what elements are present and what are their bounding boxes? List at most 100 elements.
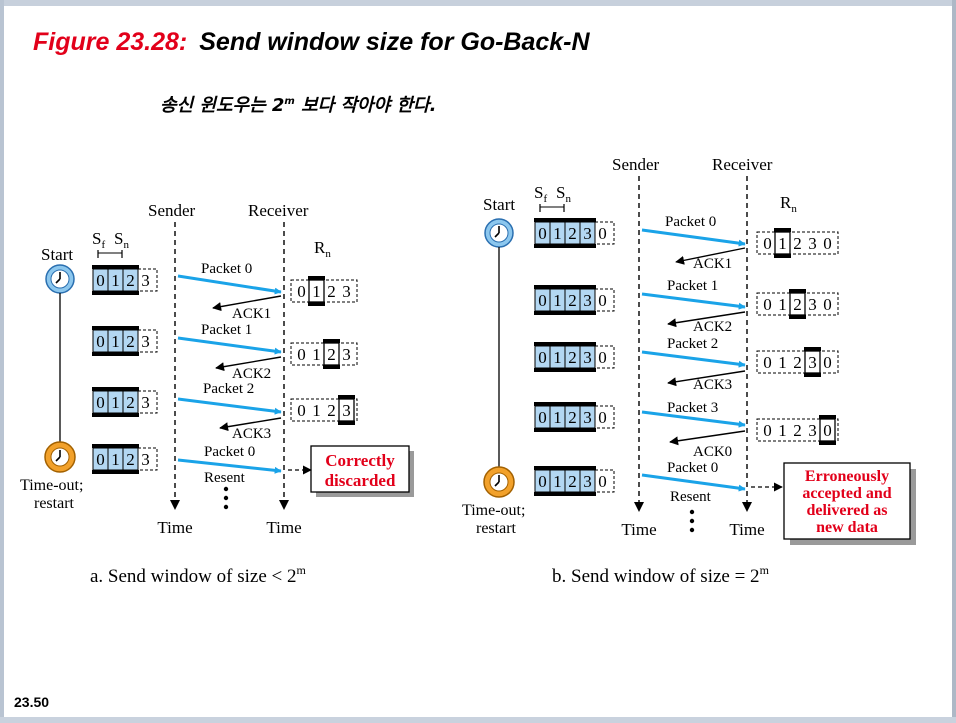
sequence-number: 0 [538, 224, 547, 243]
sn-label: Sn [556, 183, 571, 205]
packet-label: Packet 0 [667, 460, 718, 476]
sequence-number: 0 [96, 450, 105, 469]
packet-label: Packet 0 [665, 214, 716, 230]
expected-frame-top [323, 339, 340, 343]
resent-label: Resent [204, 470, 246, 486]
korean-subtitle: 송신 윈도우는 2m 보다 작아야 한다. [160, 91, 436, 117]
ack-label: ACK0 [693, 444, 732, 460]
window-outside [594, 405, 615, 429]
sequence-number: 3 [342, 401, 351, 420]
sequence-number: 0 [297, 345, 306, 364]
receiver-label: Receiver [712, 155, 773, 174]
clock-icon [484, 218, 514, 248]
window-outside [137, 329, 158, 353]
sequence-number: 3 [583, 348, 592, 367]
alarm-clock-icon [483, 466, 515, 498]
sender-time-arrowhead [634, 502, 644, 512]
window-outside [594, 288, 615, 312]
sn-label: Sn [114, 229, 129, 251]
result-line-2: accepted and [802, 485, 891, 502]
packet-arrow [641, 473, 746, 492]
result-line-3: delivered as [806, 502, 887, 519]
sequence-number: 0 [538, 408, 547, 427]
rn-label: Rn [780, 193, 797, 215]
restart-label-text: restart [34, 495, 75, 512]
sequence-number: 1 [111, 332, 120, 351]
sequence-number: 0 [823, 234, 832, 253]
receiver-time-label: Time [266, 518, 301, 537]
receiver-outline [290, 398, 358, 422]
sequence-number: 3 [342, 345, 351, 364]
window-outside [137, 390, 158, 414]
timeout-label: Time-out; [20, 477, 83, 494]
sequence-number: 1 [312, 401, 321, 420]
packet-arrow [641, 350, 746, 368]
ack-label: ACK2 [693, 319, 732, 335]
window-outside [137, 447, 158, 471]
expected-frame-bottom [323, 365, 340, 369]
caption-b: b. Send window of size = 2m [552, 563, 770, 587]
sequence-number: 3 [808, 353, 817, 372]
sequence-number: 1 [111, 450, 120, 469]
receiver-time-arrowhead [279, 500, 289, 510]
expected-frame-top [338, 395, 355, 399]
sequence-number: 0 [598, 224, 607, 243]
sequence-number: 1 [778, 234, 787, 253]
sequence-number: 3 [141, 450, 150, 469]
sequence-number: 0 [96, 332, 105, 351]
sequence-number: 2 [126, 393, 135, 412]
sequence-number: 2 [793, 353, 802, 372]
sender-time-label: Time [157, 518, 192, 537]
packet-arrow [641, 228, 746, 247]
packet-arrow [177, 274, 282, 295]
sequence-number: 0 [538, 291, 547, 310]
window-outside [137, 268, 158, 292]
window-frame-top [92, 265, 139, 269]
rn-label: Rn [314, 238, 331, 260]
result-line-2: discarded [325, 471, 396, 490]
sequence-number: 1 [778, 295, 787, 314]
sequence-number: 0 [297, 282, 306, 301]
ack-label: ACK2 [232, 366, 271, 382]
packet-label: Packet 2 [667, 336, 718, 352]
sequence-number: 2 [126, 450, 135, 469]
window-frame-bottom [92, 413, 139, 417]
korean-superscript: m [284, 96, 295, 107]
sequence-number: 1 [312, 282, 321, 301]
ack-label: ACK1 [693, 256, 732, 272]
resent-label: Resent [670, 489, 712, 505]
ack-arrow [215, 356, 282, 372]
sequence-number: 0 [823, 353, 832, 372]
sequence-number: 1 [778, 353, 787, 372]
sequence-number: 0 [538, 348, 547, 367]
sequence-number: 2 [126, 332, 135, 351]
window-frame-top [534, 218, 596, 222]
start-label: Start [483, 195, 515, 214]
packet-arrow [177, 336, 282, 355]
start-label: Start [41, 245, 73, 264]
sequence-number: 3 [342, 282, 351, 301]
slide-frame-bottom [0, 717, 956, 723]
window-frame-bottom [92, 470, 139, 474]
window-frame-top [92, 444, 139, 448]
packet-arrow [177, 397, 282, 415]
sequence-number: 2 [568, 291, 577, 310]
expected-frame-bottom [774, 254, 791, 258]
expected-frame-top [804, 347, 821, 351]
packet-label: Packet 0 [201, 261, 252, 277]
expected-frame-bottom [789, 315, 806, 319]
ack-arrow [667, 370, 746, 387]
window-frame-bottom [534, 244, 596, 248]
window-outside [594, 221, 615, 245]
sequence-number: 0 [763, 234, 772, 253]
sequence-number: 2 [793, 234, 802, 253]
result-line-4: new data [816, 519, 878, 536]
